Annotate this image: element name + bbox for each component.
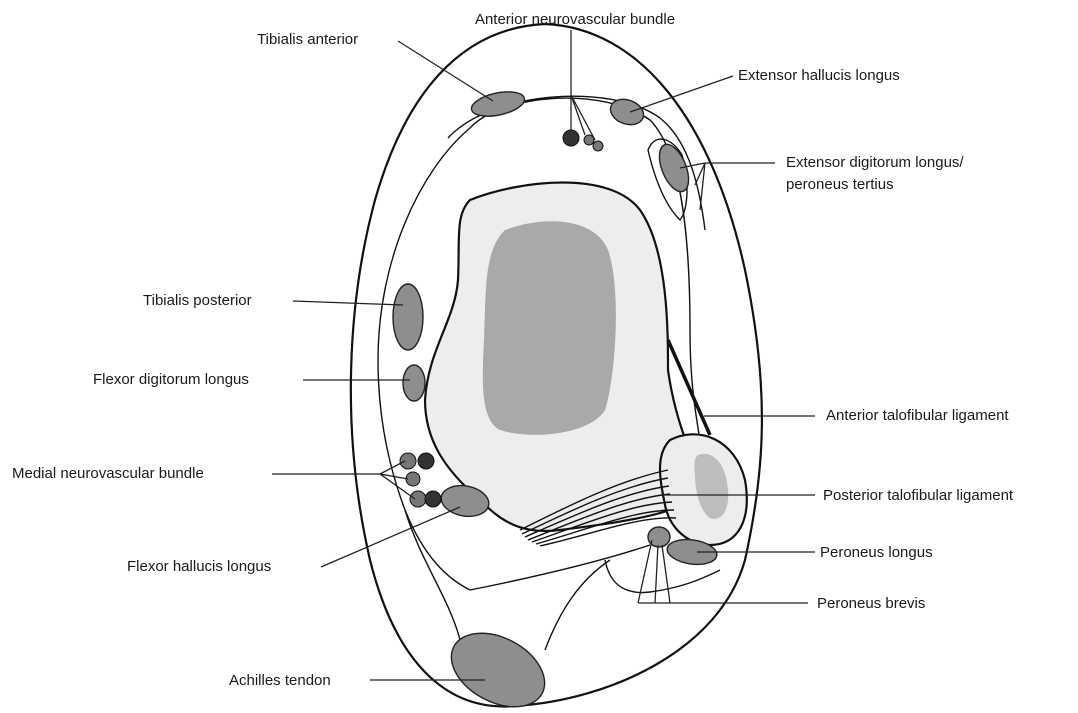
label-extensor-digitorum-longus-2: peroneus tertius (786, 176, 894, 193)
label-peroneus-longus: Peroneus longus (820, 544, 933, 561)
leader-tibialis-anterior (398, 41, 493, 101)
flexor-digitorum-longus-tendon (403, 365, 425, 401)
medial-vessel-1 (400, 453, 416, 469)
medial-vessel-5 (425, 491, 441, 507)
tibialis-posterior-tendon (393, 284, 423, 350)
leader-peroneus-brevis (638, 540, 808, 603)
leader-extensor-hallucis (630, 76, 733, 112)
label-tibialis-posterior: Tibialis posterior (143, 292, 252, 309)
label-anterior-talofibular-ligament: Anterior talofibular ligament (826, 407, 1009, 424)
label-flexor-digitorum-longus: Flexor digitorum longus (93, 371, 249, 388)
talus-medullary (483, 221, 616, 435)
peroneal-compartment (605, 560, 720, 593)
label-tibialis-anterior: Tibialis anterior (257, 31, 358, 48)
leader-medial-neurovascular (272, 461, 415, 499)
leader-tibialis-posterior (293, 301, 403, 305)
tibialis-anterior-tendon (469, 88, 526, 121)
label-peroneus-brevis: Peroneus brevis (817, 595, 925, 612)
label-flexor-hallucis-longus: Flexor hallucis longus (127, 558, 271, 575)
posterior-compartment-line (470, 545, 650, 590)
medial-vessel-3 (406, 472, 420, 486)
label-extensor-hallucis-longus: Extensor hallucis longus (738, 67, 900, 84)
label-anterior-neurovascular-bundle: Anterior neurovascular bundle (475, 11, 675, 28)
leader-flexor-hallucis (321, 507, 460, 567)
achilles-tendon-shape (439, 618, 557, 713)
medial-vessel-2 (418, 453, 434, 469)
label-extensor-digitorum-longus-1: Extensor digitorum longus/ (786, 154, 964, 171)
posterior-septum-right (545, 560, 610, 650)
label-medial-neurovascular-bundle: Medial neurovascular bundle (12, 465, 204, 482)
medial-vessel-4 (410, 491, 426, 507)
anterior-vein-2 (593, 141, 603, 151)
label-posterior-talofibular-ligament: Posterior talofibular ligament (823, 487, 1014, 504)
anterior-artery (563, 130, 579, 146)
label-achilles-tendon: Achilles tendon (229, 672, 331, 689)
